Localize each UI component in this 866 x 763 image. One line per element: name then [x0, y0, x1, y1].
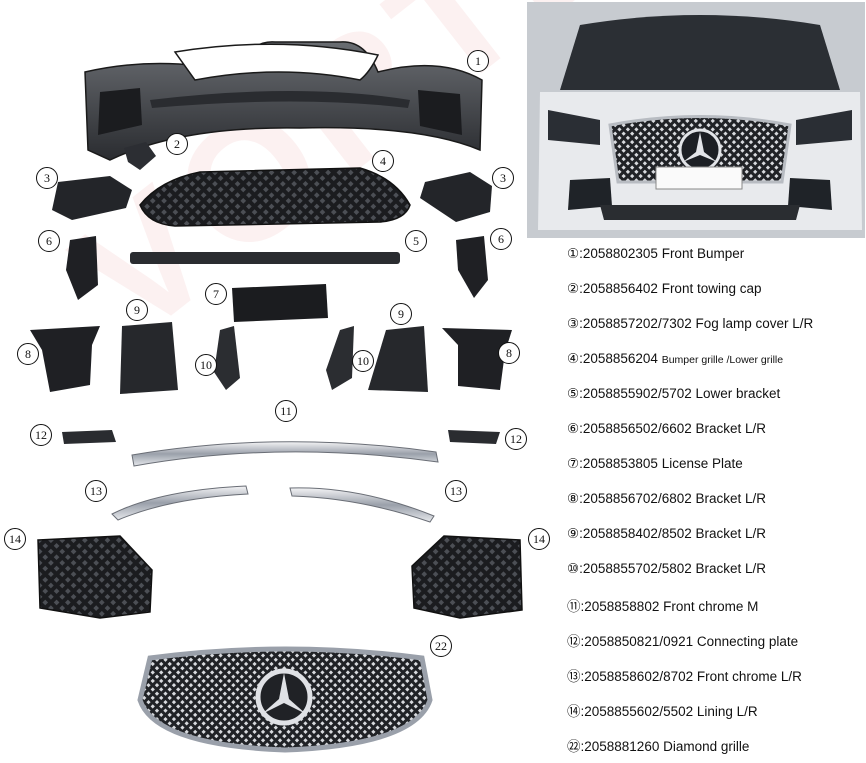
- callout-10-right: 10: [352, 350, 374, 372]
- part-label-3: ③:2058857202/7302 Fog lamp cover L/R: [567, 316, 814, 331]
- callout-8-left: 8: [17, 343, 39, 365]
- part-label-4: ④:2058856204 Bumper grille /Lower grille: [567, 351, 784, 366]
- part-label-5: ⑤:2058855902/5702 Lower bracket: [567, 386, 781, 401]
- bracket-8-left: [30, 326, 100, 392]
- part-label-7: ⑦:2058853805 License Plate: [567, 456, 743, 471]
- lining-left: [37, 535, 153, 619]
- front-chrome-right: [289, 487, 435, 523]
- callout-14-right: 14: [528, 528, 550, 550]
- towing-cap: [124, 142, 156, 170]
- part-label-14: ⑭:2058855602/5502 Lining L/R: [567, 704, 758, 719]
- part-label-22: ㉒:2058881260 Diamond grille: [567, 739, 750, 754]
- callout-6-left: 6: [38, 230, 60, 252]
- fog-lamp-cover-left: [52, 176, 132, 220]
- callout-5: 5: [405, 230, 427, 252]
- lower-bracket: [130, 252, 400, 264]
- bracket-9-left: [120, 322, 178, 394]
- callout-12-right: 12: [505, 428, 527, 450]
- part-label-1: ①:2058802305 Front Bumper: [567, 246, 745, 261]
- bracket-6-left: [66, 236, 98, 300]
- callout-10-left: 10: [195, 354, 217, 376]
- callout-14-left: 14: [4, 528, 26, 550]
- connecting-plate-right: [448, 430, 500, 444]
- callout-11: 11: [275, 400, 297, 422]
- part-label-11: ⑪:2058858802 Front chrome M: [567, 599, 759, 614]
- connecting-plate-left: [62, 430, 116, 444]
- car-photo: [527, 2, 865, 238]
- part-label-8: ⑧:2058856702/6802 Bracket L/R: [567, 491, 766, 506]
- callout-7: 7: [205, 283, 227, 305]
- callout-3-right: 3: [492, 167, 514, 189]
- bracket-6-right: [456, 236, 488, 298]
- callout-13-right: 13: [445, 480, 467, 502]
- lower-grille: [139, 167, 411, 227]
- lining-right: [411, 535, 523, 619]
- front-bumper: [84, 41, 483, 161]
- front-chrome-middle: [131, 441, 439, 467]
- front-chrome-left: [111, 485, 249, 521]
- callout-6-right: 6: [490, 228, 512, 250]
- callout-9-right: 9: [390, 303, 412, 325]
- callout-2: 2: [166, 133, 188, 155]
- part-label-6: ⑥:2058856502/6602 Bracket L/R: [567, 421, 766, 436]
- callout-12-left: 12: [30, 424, 52, 446]
- callout-9-left: 9: [126, 299, 148, 321]
- callout-8-right: 8: [498, 342, 520, 364]
- bracket-10-left: [214, 326, 240, 390]
- diamond-grille: [137, 646, 433, 753]
- bracket-10-right: [326, 326, 354, 390]
- bracket-8-right: [442, 328, 512, 390]
- callout-22: 22: [430, 635, 452, 657]
- license-plate: [232, 284, 328, 322]
- bracket-9-right: [368, 326, 428, 392]
- part-label-10: ⑩:2058855702/5802 Bracket L/R: [567, 561, 766, 576]
- part-label-9: ⑨:2058858402/8502 Bracket L/R: [567, 526, 766, 541]
- callout-1: 1: [467, 50, 489, 72]
- callout-3-left: 3: [36, 167, 58, 189]
- part-label-12: ⑫:2058850821/0921 Connecting plate: [567, 634, 799, 649]
- callout-4: 4: [372, 150, 394, 172]
- part-label-13: ⑬:2058858602/8702 Front chrome L/R: [567, 669, 802, 684]
- callout-13-left: 13: [85, 480, 107, 502]
- fog-lamp-cover-right: [420, 172, 492, 222]
- part-label-2: ②:2058856402 Front towing cap: [567, 281, 762, 296]
